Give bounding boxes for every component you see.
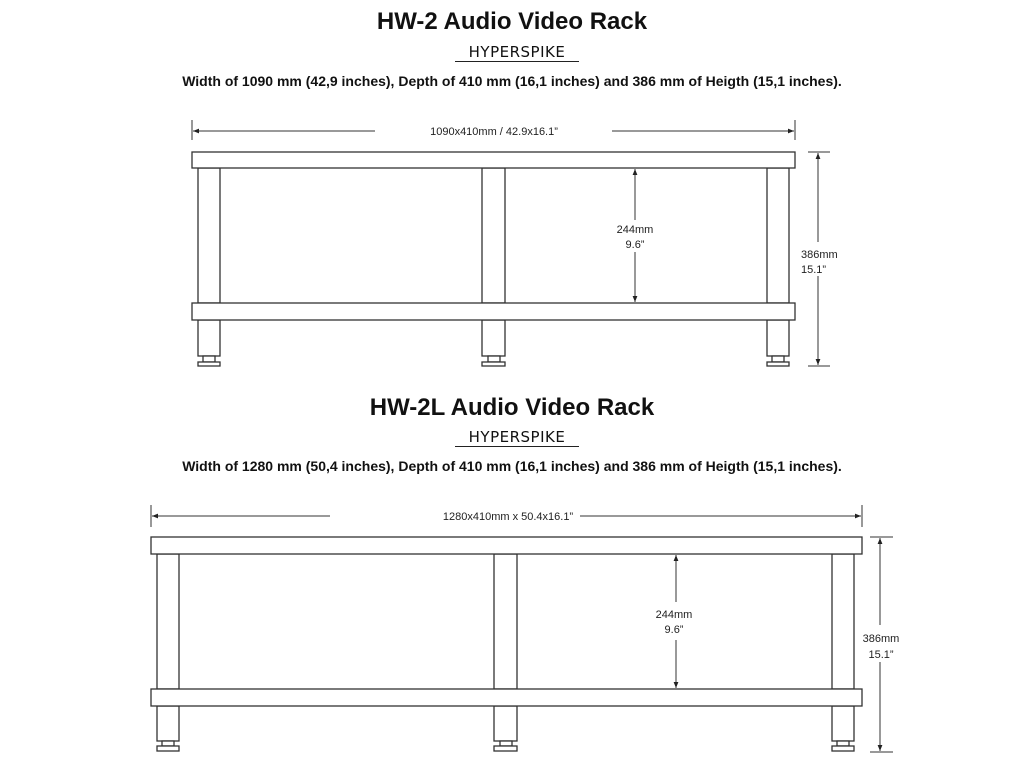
top-shelf <box>150 536 863 555</box>
height-mm: 386mm <box>863 633 900 645</box>
rack-2-description: Width of 1280 mm (50,4 inches), Depth of… <box>182 458 842 474</box>
rack-1-title: HW-2 Audio Video Rack <box>376 8 648 35</box>
spike-left <box>202 355 216 363</box>
gap-in: 9.6” <box>626 239 645 251</box>
spike-middle <box>499 740 513 747</box>
lower-leg-right <box>766 319 790 357</box>
lower-leg-middle <box>481 319 506 357</box>
lower-leg-right <box>831 705 855 742</box>
rack-1-description: Width of 1090 mm (42,9 inches), Depth of… <box>182 73 842 89</box>
upper-leg-right <box>766 167 790 304</box>
foot-middle <box>493 745 518 752</box>
rack-2-drawing: 1280x410mm x 50.4x16.1” 244mm 9.6” 386mm… <box>150 505 900 753</box>
height-mm: 386mm <box>801 249 838 261</box>
bottom-shelf <box>191 302 796 321</box>
rack-2-brand: HYPERSPIKE <box>455 429 579 447</box>
width-label: 1090x410mm / 42.9x16.1” <box>430 126 558 138</box>
foot-middle <box>481 361 506 367</box>
spike-middle <box>487 355 501 363</box>
top-shelf <box>191 151 796 169</box>
gap-mm: 244mm <box>656 609 693 621</box>
height-in: 15.1” <box>801 264 826 276</box>
foot-left <box>197 361 221 367</box>
spike-right <box>836 740 850 747</box>
upper-leg-left <box>197 167 221 304</box>
spike-left <box>161 740 175 747</box>
lower-leg-left <box>197 319 221 357</box>
rack-1-brand: HYPERSPIKE <box>455 44 579 62</box>
foot-left <box>156 745 180 752</box>
gap-in: 9.6” <box>665 624 684 636</box>
upper-leg-right <box>831 553 855 690</box>
lower-leg-left <box>156 705 180 742</box>
spike-right <box>771 355 785 363</box>
foot-right <box>766 361 790 367</box>
foot-right <box>831 745 855 752</box>
rack-2-title: HW-2L Audio Video Rack <box>369 394 655 421</box>
upper-leg-left <box>156 553 180 690</box>
gap-mm: 244mm <box>617 224 654 236</box>
lower-leg-middle <box>493 705 518 742</box>
upper-leg-middle <box>493 553 518 690</box>
rack-1-drawing: 1090x410mm / 42.9x16.1” 244mm 9.6” 386mm… <box>191 120 838 367</box>
height-in: 15.1” <box>868 649 893 661</box>
width-label: 1280x410mm x 50.4x16.1” <box>443 511 574 523</box>
bottom-shelf <box>150 688 863 707</box>
upper-leg-middle <box>481 167 506 304</box>
